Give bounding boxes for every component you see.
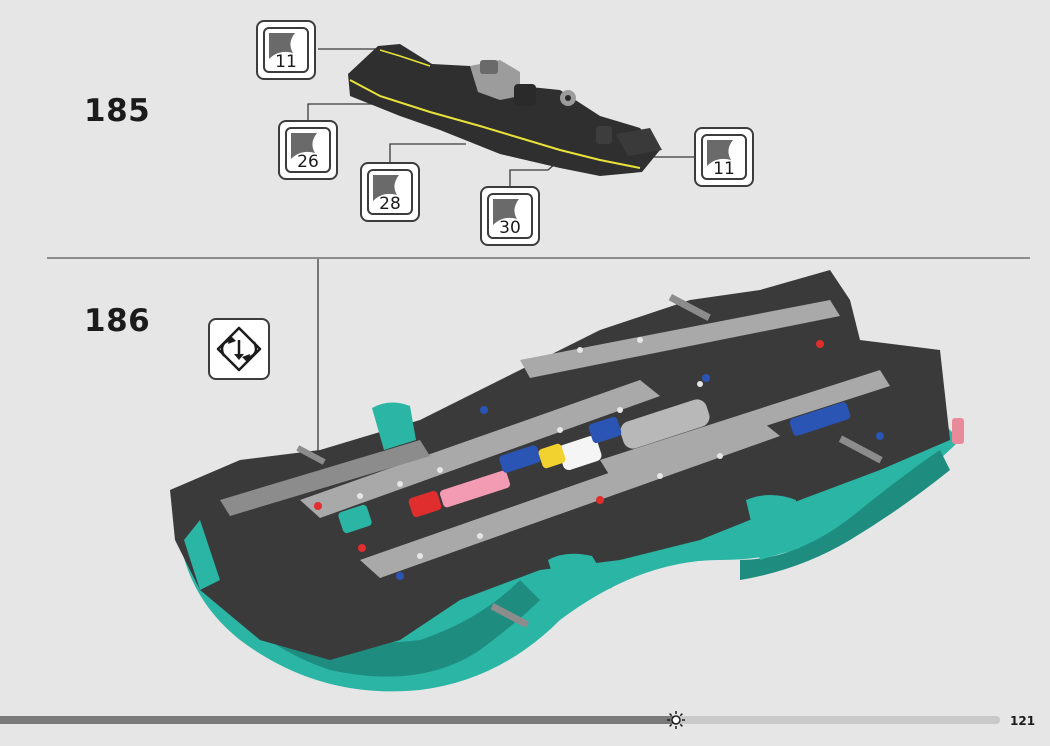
step-number-185: 185	[84, 93, 151, 129]
part-quantity: 30	[499, 218, 521, 238]
sun-marker-icon	[667, 711, 685, 729]
tile-icon	[487, 193, 533, 239]
page-progress-bar	[0, 716, 1000, 724]
part-callout-30: 30	[480, 186, 540, 246]
part-callout-11-top: 11	[256, 20, 316, 80]
step-divider	[47, 257, 1030, 259]
part-quantity: 26	[297, 152, 319, 172]
part-quantity: 11	[713, 159, 735, 179]
rotate-model-icon	[208, 318, 270, 380]
part-quantity: 28	[379, 194, 401, 214]
tile-icon	[367, 169, 413, 215]
step-number-186: 186	[84, 303, 151, 339]
part-callout-28: 28	[360, 162, 420, 222]
tile-icon	[263, 27, 309, 73]
tile-icon	[701, 134, 747, 180]
part-callout-11-right: 11	[694, 127, 754, 187]
tile-icon	[285, 127, 331, 173]
part-quantity: 11	[275, 52, 297, 72]
page-number: 121	[1010, 714, 1036, 728]
part-callout-26: 26	[278, 120, 338, 180]
